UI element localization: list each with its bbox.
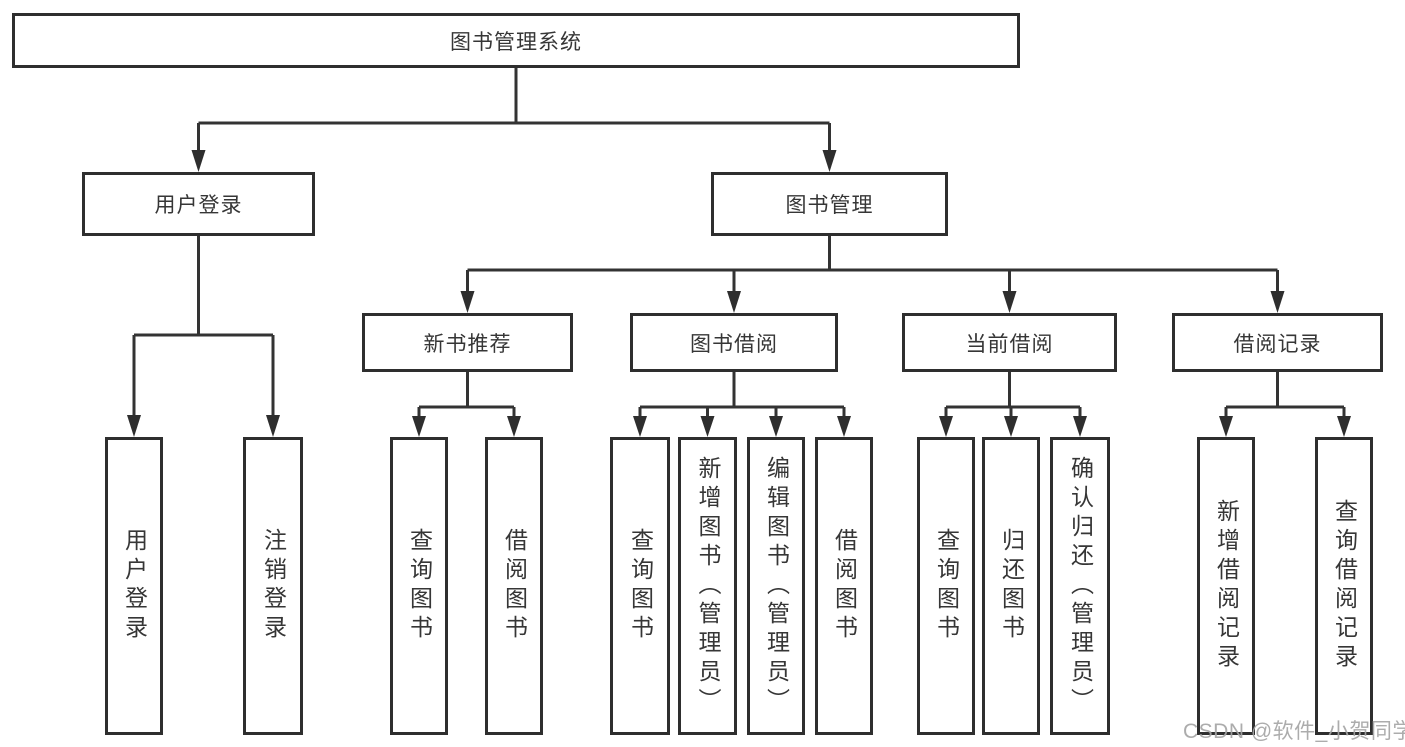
node-label: 查询图书 — [627, 528, 654, 644]
leaf-query-books: 查询图书 — [610, 437, 670, 735]
node-user-login: 用户登录 — [82, 172, 315, 236]
node-label: 借阅记录 — [1233, 332, 1322, 356]
leaf-borrow-books: 借阅图书 — [815, 437, 873, 735]
arrow-down-icon — [837, 416, 851, 437]
leaf-confirm-return-admin: 确认归还（管理员） — [1050, 437, 1110, 735]
node-label: 确认归还（管理员） — [1067, 455, 1094, 717]
node-label: 编辑图书（管理员） — [763, 455, 790, 717]
node-label: 新增借阅记录 — [1213, 499, 1240, 673]
node-label: 查询图书 — [933, 528, 960, 644]
node-current-borrow: 当前借阅 — [902, 313, 1117, 372]
node-label: 注销登录 — [260, 528, 287, 644]
node-label: 新书推荐 — [423, 332, 512, 356]
node-label: 用户登录 — [154, 194, 243, 217]
arrow-down-icon — [1002, 291, 1017, 313]
arrow-down-icon — [1073, 416, 1087, 437]
leaf-borrow-books: 借阅图书 — [485, 437, 543, 735]
arrow-down-icon — [191, 150, 206, 172]
arrow-down-icon — [769, 416, 783, 437]
node-book-management: 图书管理 — [711, 172, 948, 236]
arrow-down-icon — [939, 416, 953, 437]
arrow-down-icon — [1270, 291, 1285, 313]
node-label: 图书管理系统 — [450, 30, 582, 54]
arrow-down-icon — [412, 416, 426, 437]
leaf-user-login: 用户登录 — [105, 437, 163, 735]
node-library-management-system: 图书管理系统 — [12, 13, 1020, 68]
node-new-book-recommend: 新书推荐 — [362, 313, 573, 372]
leaf-add-books-admin: 新增图书（管理员） — [678, 437, 737, 735]
arrow-down-icon — [460, 291, 475, 313]
arrow-down-icon — [507, 416, 521, 437]
leaf-logout: 注销登录 — [243, 437, 303, 735]
leaf-add-borrow-record: 新增借阅记录 — [1197, 437, 1255, 735]
node-label: 新增图书（管理员） — [695, 455, 721, 717]
node-label: 图书借阅 — [690, 332, 778, 356]
arrow-down-icon — [822, 150, 837, 172]
csdn-watermark: CSDN @软件_小贺同学 — [1183, 720, 1405, 743]
arrow-down-icon — [1337, 416, 1351, 437]
leaf-query-borrow-record: 查询借阅记录 — [1315, 437, 1373, 735]
node-label: 查询图书 — [406, 528, 433, 644]
arrow-down-icon — [633, 416, 647, 437]
node-book-borrow: 图书借阅 — [630, 313, 838, 372]
node-label: 当前借阅 — [965, 332, 1054, 356]
leaf-query-books: 查询图书 — [390, 437, 448, 735]
leaf-query-books: 查询图书 — [917, 437, 975, 735]
node-label: 借阅图书 — [501, 528, 528, 644]
arrow-down-icon — [127, 415, 141, 437]
leaf-edit-books-admin: 编辑图书（管理员） — [747, 437, 805, 735]
node-label: 图书管理 — [785, 194, 874, 217]
node-label: 借阅图书 — [831, 528, 858, 644]
node-borrow-records: 借阅记录 — [1172, 313, 1383, 372]
node-label: 查询借阅记录 — [1331, 499, 1358, 673]
arrow-down-icon — [1004, 416, 1018, 437]
arrow-down-icon — [727, 291, 741, 313]
node-label: 归还图书 — [998, 528, 1025, 644]
leaf-return-books: 归还图书 — [982, 437, 1040, 735]
arrow-down-icon — [266, 415, 280, 437]
arrow-down-icon — [700, 416, 715, 437]
node-label: 用户登录 — [121, 528, 148, 644]
arrow-down-icon — [1219, 416, 1233, 437]
